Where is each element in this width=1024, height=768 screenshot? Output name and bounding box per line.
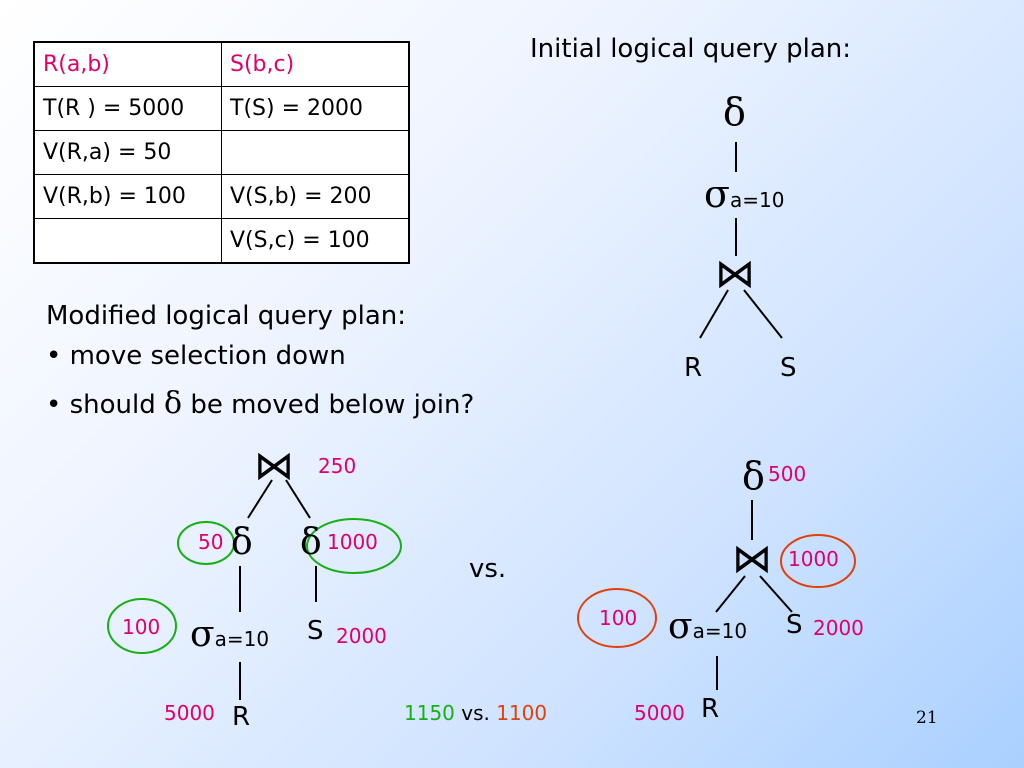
relation-r-size: 5000 xyxy=(634,701,685,725)
relation-s: S xyxy=(780,353,797,383)
join-operator: ⋈ xyxy=(715,251,755,297)
page-number: 21 xyxy=(916,708,938,728)
join-operator: ⋈ xyxy=(254,443,294,489)
sigma-symbol: σ xyxy=(668,606,693,647)
selection-condition: a=10 xyxy=(214,627,270,651)
relation-r-size: 5000 xyxy=(164,701,215,725)
delta-left-operator: δ xyxy=(231,522,253,563)
initial-plan-title: Initial logical query plan: xyxy=(530,34,852,64)
tree-edge xyxy=(743,289,783,339)
table-cell: S(b,c) xyxy=(221,41,410,87)
sigma-symbol: σ xyxy=(704,172,730,216)
table-cell xyxy=(33,218,222,264)
tree-edge xyxy=(699,289,729,339)
selection-operator: σa=10 xyxy=(704,172,784,216)
table-row: R(a,b) S(b,c) xyxy=(33,41,410,87)
table-cell: V(S,b) = 200 xyxy=(221,174,410,219)
delta-size: 500 xyxy=(768,462,807,486)
bullet-prefix: • should xyxy=(46,390,165,420)
selection-operator: σa=10 xyxy=(668,606,747,647)
join-size: 250 xyxy=(318,454,357,478)
relation-r: R xyxy=(701,694,720,724)
bullet-move-selection: • move selection down xyxy=(46,341,346,371)
join-operator: ⋈ xyxy=(732,536,772,582)
sigma-symbol: σ xyxy=(190,614,215,655)
bullet-suffix: be moved below join? xyxy=(182,390,475,420)
relation-s-size: 2000 xyxy=(336,624,387,648)
vs-label: vs. xyxy=(469,554,507,584)
selection-size: 100 xyxy=(122,615,161,639)
relation-r: R xyxy=(684,353,703,383)
cost-comparison: 1150 vs. 1100 xyxy=(404,701,547,725)
delta-operator: δ xyxy=(742,454,765,498)
table-row: V(R,a) = 50 xyxy=(33,130,410,175)
statistics-table: R(a,b) S(b,c) T(R ) = 5000 T(S) = 2000 V… xyxy=(33,41,410,264)
join-size: 1000 xyxy=(788,547,839,571)
selection-operator: σa=10 xyxy=(190,614,269,655)
delta-left-size: 50 xyxy=(198,530,224,554)
table-cell: T(S) = 2000 xyxy=(221,86,410,131)
selection-condition: a=10 xyxy=(729,188,785,212)
comparison-vs: vs. xyxy=(454,701,497,725)
selection-condition: a=10 xyxy=(692,619,748,643)
delta-right-operator: δ xyxy=(300,522,322,563)
table-row: T(R ) = 5000 T(S) = 2000 xyxy=(33,86,410,131)
table-cell: V(R,a) = 50 xyxy=(33,130,222,175)
delta-operator: δ xyxy=(723,90,746,134)
table-cell xyxy=(221,130,410,175)
bullet-move-delta: • should δ be moved below join? xyxy=(46,386,474,421)
table-cell: T(R ) = 5000 xyxy=(33,86,222,131)
table-row: V(S,c) = 100 xyxy=(33,218,410,264)
relation-r: R xyxy=(232,702,251,732)
left-plan-cost: 1150 xyxy=(404,701,455,725)
relation-s-size: 2000 xyxy=(813,616,864,640)
table-row: V(R,b) = 100 V(S,b) = 200 xyxy=(33,174,410,219)
table-cell: V(S,c) = 100 xyxy=(221,218,410,264)
delta-symbol: δ xyxy=(164,386,183,421)
right-plan-cost: 1100 xyxy=(496,701,548,725)
table-cell: R(a,b) xyxy=(33,41,222,87)
selection-size: 100 xyxy=(599,606,638,630)
modified-plan-heading: Modified logical query plan: xyxy=(46,301,407,331)
table-cell: V(R,b) = 100 xyxy=(33,174,222,219)
delta-right-size: 1000 xyxy=(327,530,378,554)
relation-s: S xyxy=(786,610,803,640)
relation-s: S xyxy=(307,616,324,646)
